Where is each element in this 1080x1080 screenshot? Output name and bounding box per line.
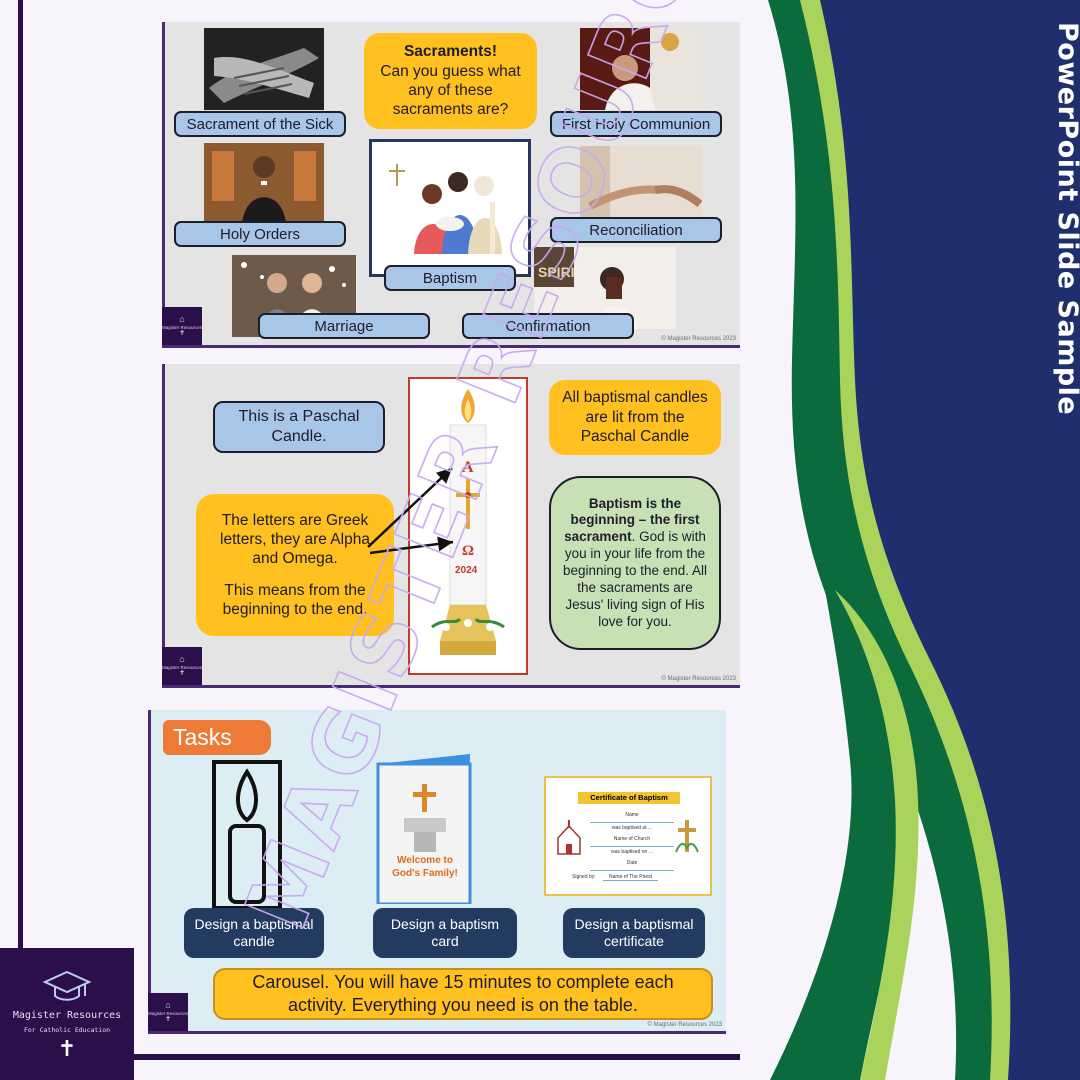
slide-logo-name: Magister Resources [162,324,203,330]
baptism-certificate-image: Certificate of Baptism Name was baptised… [544,776,712,896]
label-reconciliation: Reconciliation [550,217,722,243]
side-title: PowerPoint Slide Sample [1052,22,1080,416]
left-frame-line [18,0,23,958]
cert-line-church: Name of Church [590,834,674,847]
candle-outline-image [212,760,282,910]
paschal-candle-bubble: This is a Paschal Candle. [213,401,385,453]
greek-letters-text: The letters are Greek letters, they are … [220,511,370,568]
slide-tasks: Tasks Welcome to God's Family! Certifica… [148,710,726,1034]
slide-logo-cross: ✝ [179,330,185,338]
question-bubble: Sacraments! Can you guess what any of th… [364,33,537,129]
carousel-instructions: Carousel. You will have 15 minutes to co… [213,968,713,1020]
label-holy-orders: Holy Orders [174,221,346,247]
cert-signed-label: Signed by: [572,874,596,880]
carousel-line-2: activity. Everything you need is on the … [288,995,638,1015]
candle-alpha: A [462,459,474,476]
photo-reconciliation [580,146,702,224]
slide-logo: ⌂ Magister Resources ✝ [162,307,202,345]
slide2-copyright: © Magister Resources 2023 [661,676,736,682]
church-icon [557,820,581,855]
slide-logo-name: Magister Resources [162,664,203,670]
graduation-cap-icon: ⌂ [179,654,185,664]
slide-paschal-candle: This is a Paschal Candle. The letters ar… [162,364,740,688]
label-confirmation: Confirmation [462,313,634,339]
task-baptismal-candle: Design a baptismal candle [184,908,324,958]
cert-line-baptised-on: was baptised on ... [611,848,653,855]
certificate-title: Certificate of Baptism [578,792,680,804]
baptism-beginning-text: . God is with you in your life from the … [562,529,708,629]
slide-left-bar [148,710,151,1031]
slide-logo-cross: ✝ [165,1016,171,1024]
label-marriage: Marriage [258,313,430,339]
brand-tagline: For Catholic Education [23,1026,111,1034]
svg-text:SPIRI: SPIRI [538,264,575,280]
beginning-end-text: This means from the beginning to the end… [222,581,368,619]
slide-left-bar [162,364,165,685]
brand-logo: Magister Resources For Catholic Educatio… [0,948,134,1080]
task-baptism-card: Design a baptism card [373,908,517,958]
slide3-copyright: © Magister Resources 2023 [647,1022,722,1028]
label-baptism: Baptism [384,265,516,291]
cert-signed-value: Name of The Priest [603,874,659,881]
bottom-frame-line [134,1054,794,1060]
slide-logo: ⌂ Magister Resources ✝ [148,993,188,1031]
cert-line-baptised-at: was baptised at ... [611,824,653,831]
baptism-illustration [369,139,531,277]
graduation-cap-icon [43,970,91,1001]
card-welcome-text: Welcome to God's Family! [392,855,458,879]
label-first-holy-communion: First Holy Communion [550,111,722,137]
candle-year: 2024 [455,565,478,576]
baptism-beginning-bold: Baptism is the beginning – the first sac… [564,495,700,545]
slide-logo: ⌂ Magister Resources ✝ [162,647,202,685]
question-text: Can you guess what any of these sacramen… [380,62,521,119]
baptismal-candles-bubble: All baptismal candles are lit from the P… [549,380,721,455]
candle-omega: Ω [462,543,475,559]
graduation-cap-icon: ⌂ [179,314,185,324]
tasks-header: Tasks [163,720,271,755]
slide-sacraments: Sacrament of the Sick Sacraments! Can yo… [162,22,740,348]
slide1-copyright: © Magister Resources 2023 [661,336,736,342]
baptism-card-image: Welcome to God's Family! [374,754,474,906]
label-sacrament-of-the-sick: Sacrament of the Sick [174,111,346,137]
question-title: Sacraments! [403,43,498,61]
cert-line-date: Date [590,858,674,871]
photo-elderly-hands [204,28,324,110]
task-baptismal-certificate: Design a baptismal certificate [563,908,705,958]
arrows [367,467,454,555]
decorative-wave-panel [740,0,1080,1080]
slide-logo-name: Magister Resources [148,1010,189,1016]
photo-holy-orders [204,143,324,225]
slide-left-bar [162,22,165,345]
carousel-line-1: Carousel. You will have 15 minutes to co… [252,971,674,992]
baptism-beginning-bubble: Baptism is the beginning – the first sac… [549,476,721,650]
slide-logo-cross: ✝ [179,670,185,678]
photo-first-holy-communion [580,28,702,110]
graduation-cap-icon: ⌂ [165,1000,171,1010]
cert-line-name: Name [590,810,674,823]
brand-name: Magister Resources [12,1010,122,1021]
greek-letters-bubble: The letters are Greek letters, they are … [196,494,394,636]
cross-icon: ✝ [57,1036,77,1061]
paschal-candle-illustration: A Ω 2024 [408,377,528,675]
cross-icon [675,820,699,853]
